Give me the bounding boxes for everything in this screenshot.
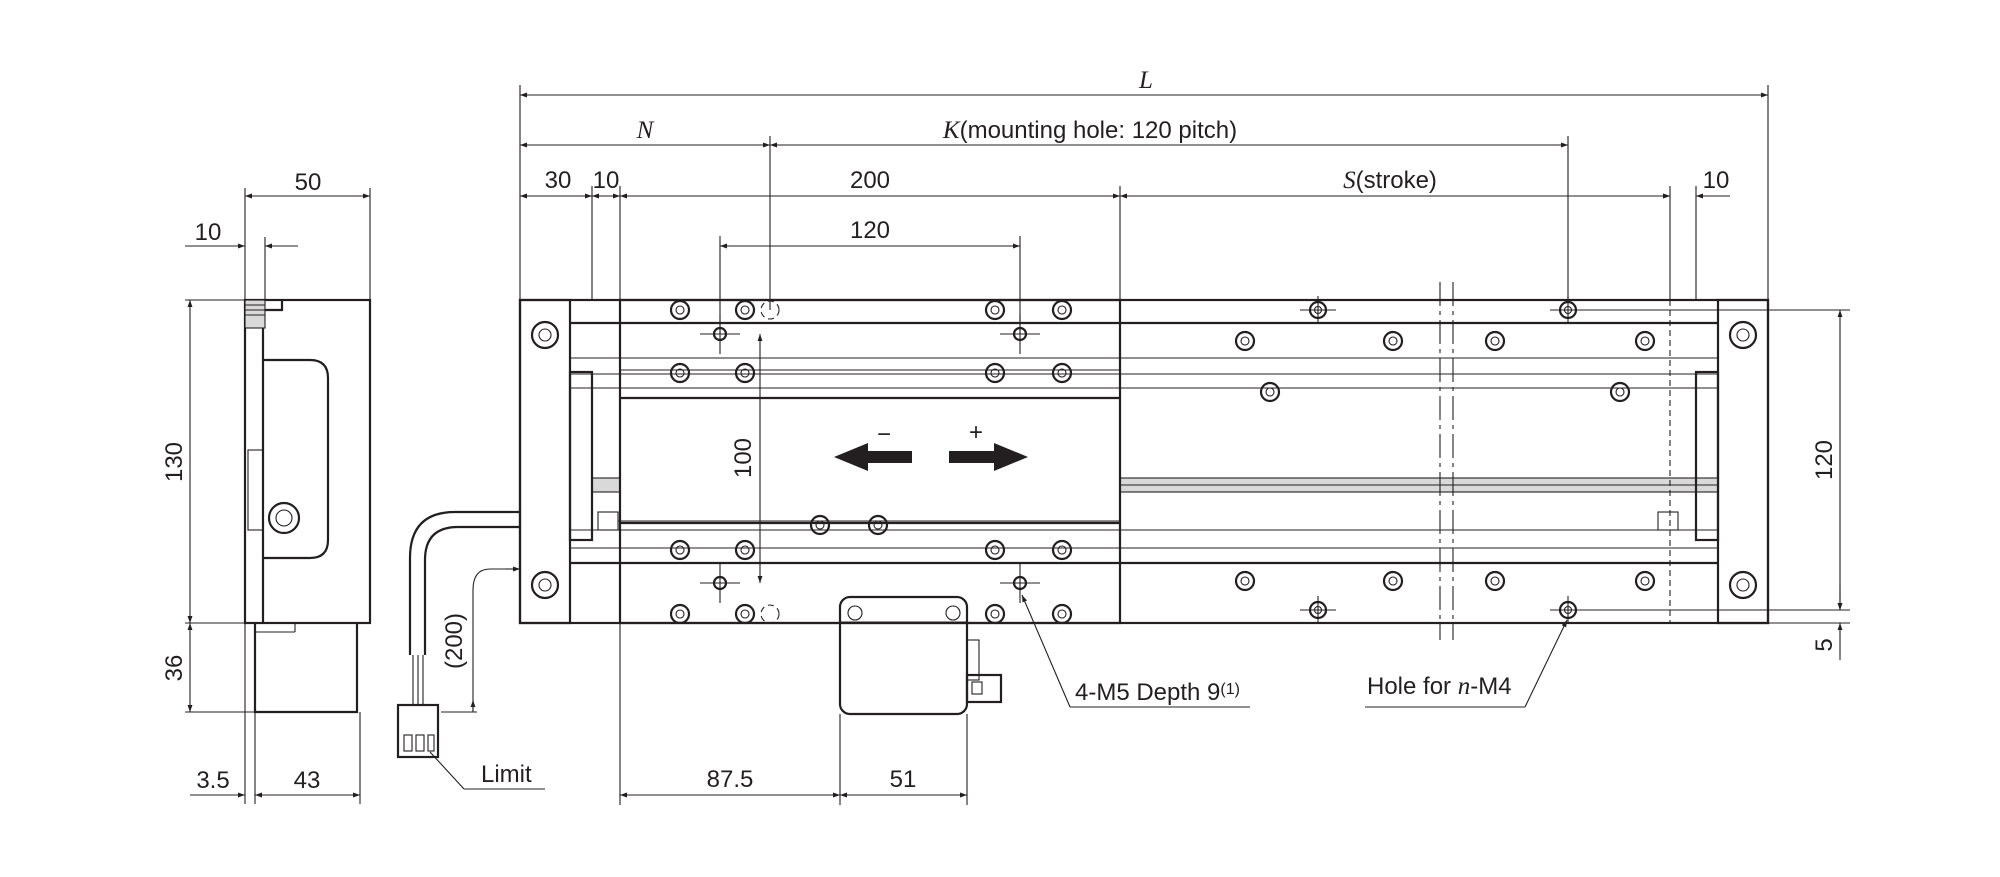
side-dim-130: 130 — [161, 442, 188, 482]
dim-K: K — [942, 117, 961, 144]
bolt-icon — [984, 603, 1006, 625]
stage-top-view — [518, 282, 1770, 716]
dim-30: 30 — [545, 167, 572, 194]
bolt-icon — [1051, 539, 1073, 561]
dim-87-5: 87.5 — [707, 766, 754, 793]
bolt-icon — [734, 539, 756, 561]
dim-cable-200: (200) — [441, 613, 468, 669]
bolt-icon — [734, 299, 756, 321]
side-dim-43: 43 — [294, 767, 321, 794]
limit-cable: Limit (200) — [396, 510, 545, 790]
side-view — [243, 298, 372, 714]
bolt-icon — [1609, 381, 1631, 403]
bolt-icon — [669, 539, 691, 561]
bolt-icon — [984, 299, 1006, 321]
dim-N: N — [636, 117, 655, 144]
callout-hole-prefix: Hole for — [1367, 673, 1458, 700]
side-dim-36: 36 — [161, 655, 188, 682]
arrow-right-icon — [949, 443, 1028, 471]
side-dim-10: 10 — [195, 219, 222, 246]
side-dim-50: 50 — [295, 169, 322, 196]
dim-51: 51 — [890, 766, 917, 793]
callouts: 4-M5 Depth 9(1) Hole for n-M4 — [1021, 594, 1568, 708]
bolt-icon — [734, 603, 756, 625]
bolt-icon — [1234, 330, 1256, 352]
direction-minus: − — [877, 421, 891, 448]
bolt-icon — [1382, 570, 1404, 592]
dim-120-right: 120 — [1811, 440, 1838, 480]
bolt-icon — [984, 362, 1006, 384]
dim-200: 200 — [850, 167, 890, 194]
dim-5: 5 — [1811, 638, 1838, 651]
direction-plus: + — [969, 419, 983, 446]
callout-limit: Limit — [481, 761, 532, 788]
bolt-icon — [809, 514, 831, 536]
dim-K-label: K(mounting hole: 120 pitch) — [942, 117, 1237, 144]
bolt-icon — [669, 362, 691, 384]
callout-hole-m4: Hole for n-M4 — [1367, 673, 1512, 700]
side-dimensions: 50 10 130 36 3.5 43 — [161, 169, 371, 804]
callout-hole-n: n — [1458, 673, 1471, 700]
dim-10-left: 10 — [593, 167, 620, 194]
dim-L: L — [1138, 67, 1153, 94]
bolt-icon — [867, 514, 889, 536]
bolt-icon — [734, 362, 756, 384]
dim-S: S — [1343, 167, 1356, 194]
bolt-icon — [1051, 362, 1073, 384]
dim-100: 100 — [730, 438, 757, 478]
bottom-dimensions: 87.5 51 — [619, 623, 968, 805]
mounting-holes — [669, 296, 1656, 625]
arrow-left-icon — [834, 443, 912, 471]
bolt-icon — [669, 603, 691, 625]
dim-K-note: (mounting hole: 120 pitch) — [960, 117, 1238, 144]
bolt-icon — [984, 539, 1006, 561]
bolt-icon — [1634, 570, 1656, 592]
callout-hole-suffix: -M4 — [1470, 673, 1511, 700]
bolt-icon — [1051, 299, 1073, 321]
top-dimensions: L N K(mounting hole: 120 pitch) 30 10 20… — [519, 67, 1850, 660]
bolt-icon — [669, 299, 691, 321]
direction-arrows: − + — [834, 419, 1028, 471]
hidden-hole-icon — [760, 604, 780, 624]
bolt-icon — [1259, 381, 1281, 403]
bolt-icon — [1484, 570, 1506, 592]
bolt-icon — [1484, 330, 1506, 352]
side-dim-3-5: 3.5 — [196, 767, 229, 794]
bolt-icon — [1382, 330, 1404, 352]
bolt-icon — [1634, 330, 1656, 352]
callout-tapped-hole: 4-M5 Depth 9(1) — [1075, 679, 1240, 706]
dim-S-note: (stroke) — [1356, 167, 1437, 194]
dim-S-label: S(stroke) — [1343, 167, 1437, 194]
callout-tapped-hole-text: 4-M5 Depth 9 — [1075, 679, 1220, 706]
callout-tapped-hole-note: (1) — [1220, 681, 1240, 698]
dim-10-right: 10 — [1703, 167, 1730, 194]
bolt-icon — [1051, 603, 1073, 625]
dim-120-top: 120 — [850, 217, 890, 244]
bolt-icon — [1234, 570, 1256, 592]
